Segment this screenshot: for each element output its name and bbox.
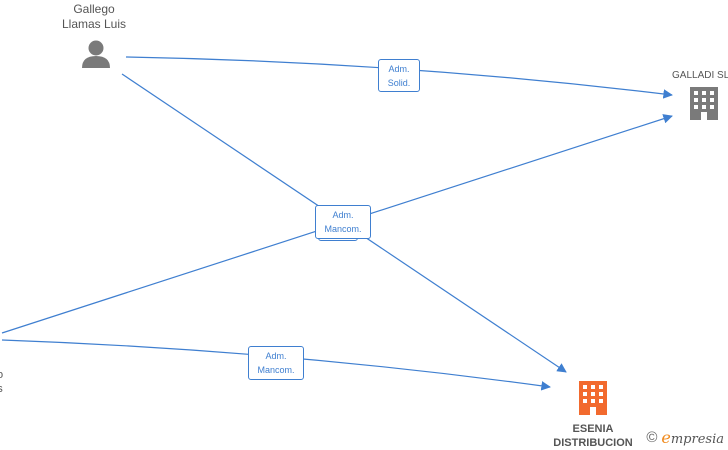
edge-label-mancom-center[interactable]: Adm. Mancom. [315, 205, 371, 239]
brand-watermark: © empresia [646, 428, 724, 447]
building-icon-highlight [579, 381, 607, 415]
person-left-line2: s [0, 383, 3, 395]
person-left-line1: o [0, 368, 6, 382]
person-top-line2: Llamas Luis [61, 17, 127, 31]
edge-label-solid-line2: Solid. [387, 78, 411, 88]
person-icon [82, 40, 110, 68]
person-top-label[interactable]: Gallego Llamas Luis [46, 2, 142, 32]
company-bottom-label[interactable]: ESENIA DISTRIBUCION [543, 422, 643, 450]
edge-label-solid-line1: Adm. [388, 64, 410, 74]
edge-label-solid[interactable]: Adm. Solid. [378, 59, 420, 92]
company-right-label[interactable]: GALLADI SL [672, 68, 728, 83]
company-right-name: GALLADI SL [672, 70, 728, 81]
person-left-label[interactable]: o s [0, 368, 6, 396]
brand-name-rest: mpresia [670, 432, 724, 447]
edge-label-mancom-bottom-line1: Adm. [265, 351, 287, 361]
brand-name-e: e [661, 428, 671, 447]
edge-label-mancom-bottom-line2: Mancom. [257, 365, 295, 375]
building-icon [690, 87, 718, 120]
edge-label-mancom-center-line1: Adm. [332, 210, 354, 220]
company-bottom-line2: DISTRIBUCION [553, 437, 633, 449]
edge-label-mancom-bottom[interactable]: Adm. Mancom. [248, 346, 304, 380]
brand-name: empresia [661, 428, 724, 447]
person-top-line1: Gallego [73, 2, 115, 16]
edge-label-mancom-center-line2: Mancom. [324, 224, 362, 234]
company-bottom-line1: ESENIA [572, 423, 614, 435]
copyright-icon: © [646, 429, 658, 446]
